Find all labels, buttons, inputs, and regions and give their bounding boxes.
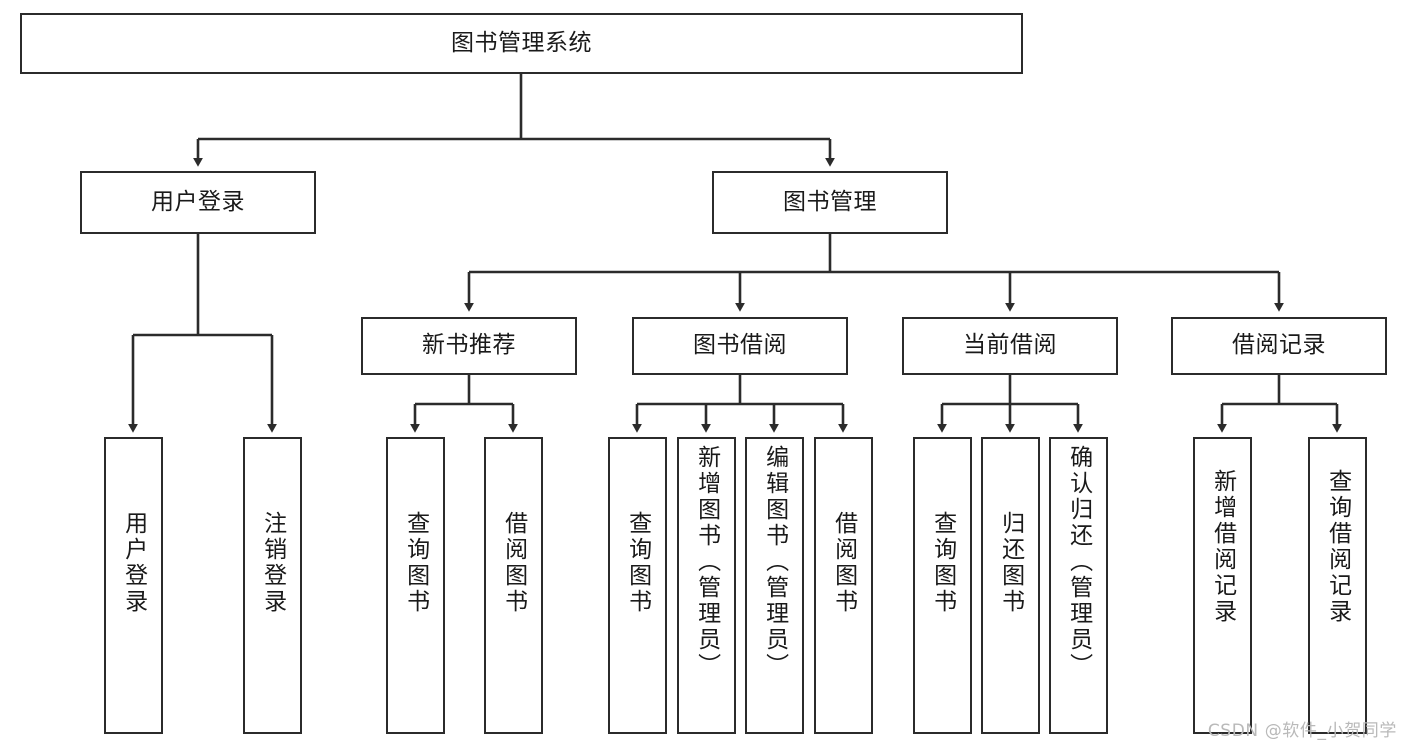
csdn-watermark: CSDN @软件_小贺同学: [1207, 721, 1397, 741]
node-leaf-logout-label: 注销登录: [259, 511, 286, 615]
node-user-login[interactable]: 用户登录: [80, 171, 316, 234]
node-current-borrow-label: 当前借阅: [963, 332, 1057, 359]
node-book-manage-label: 图书管理: [783, 188, 877, 215]
node-leaf-query-book-3-label: 查询图书: [929, 511, 956, 615]
node-leaf-borrow-book-1-label: 借阅图书: [500, 511, 527, 615]
node-leaf-confirm-return[interactable]: 确认归还（管理员）: [1049, 437, 1108, 734]
node-leaf-borrow-book-1[interactable]: 借阅图书: [484, 437, 543, 734]
node-book-borrow-label: 图书借阅: [693, 332, 787, 359]
node-leaf-query-book-2[interactable]: 查询图书: [608, 437, 667, 734]
node-leaf-user-login[interactable]: 用户登录: [104, 437, 163, 734]
node-leaf-query-record-label: 查询借阅记录: [1324, 469, 1351, 625]
node-current-borrow[interactable]: 当前借阅: [902, 317, 1118, 375]
node-user-login-label: 用户登录: [151, 188, 245, 215]
node-book-manage[interactable]: 图书管理: [712, 171, 948, 234]
node-borrow-record[interactable]: 借阅记录: [1171, 317, 1387, 375]
node-new-book-rec[interactable]: 新书推荐: [361, 317, 577, 375]
node-leaf-borrow-book-2[interactable]: 借阅图书: [814, 437, 873, 734]
node-leaf-add-book[interactable]: 新增图书（管理员）: [677, 437, 736, 734]
node-leaf-query-record[interactable]: 查询借阅记录: [1308, 437, 1367, 734]
node-root-label: 图书管理系统: [451, 29, 592, 56]
node-root[interactable]: 图书管理系统: [20, 13, 1023, 74]
node-borrow-record-label: 借阅记录: [1232, 332, 1326, 359]
node-leaf-return-book-label: 归还图书: [997, 511, 1024, 615]
node-leaf-confirm-return-label: 确认归还（管理员）: [1065, 445, 1092, 679]
node-leaf-edit-book[interactable]: 编辑图书（管理员）: [745, 437, 804, 734]
node-leaf-return-book[interactable]: 归还图书: [981, 437, 1040, 734]
node-leaf-query-book-3[interactable]: 查询图书: [913, 437, 972, 734]
node-leaf-edit-book-label: 编辑图书（管理员）: [761, 445, 788, 679]
node-new-book-rec-label: 新书推荐: [422, 332, 516, 359]
node-leaf-add-record[interactable]: 新增借阅记录: [1193, 437, 1252, 734]
node-leaf-logout[interactable]: 注销登录: [243, 437, 302, 734]
node-leaf-query-book-1[interactable]: 查询图书: [386, 437, 445, 734]
node-leaf-query-book-1-label: 查询图书: [402, 511, 429, 615]
node-leaf-borrow-book-2-label: 借阅图书: [830, 511, 857, 615]
node-leaf-add-record-label: 新增借阅记录: [1209, 469, 1236, 625]
node-leaf-query-book-2-label: 查询图书: [624, 511, 651, 615]
node-leaf-add-book-label: 新增图书（管理员）: [693, 445, 720, 679]
node-leaf-user-login-label: 用户登录: [120, 511, 147, 615]
node-book-borrow[interactable]: 图书借阅: [632, 317, 848, 375]
